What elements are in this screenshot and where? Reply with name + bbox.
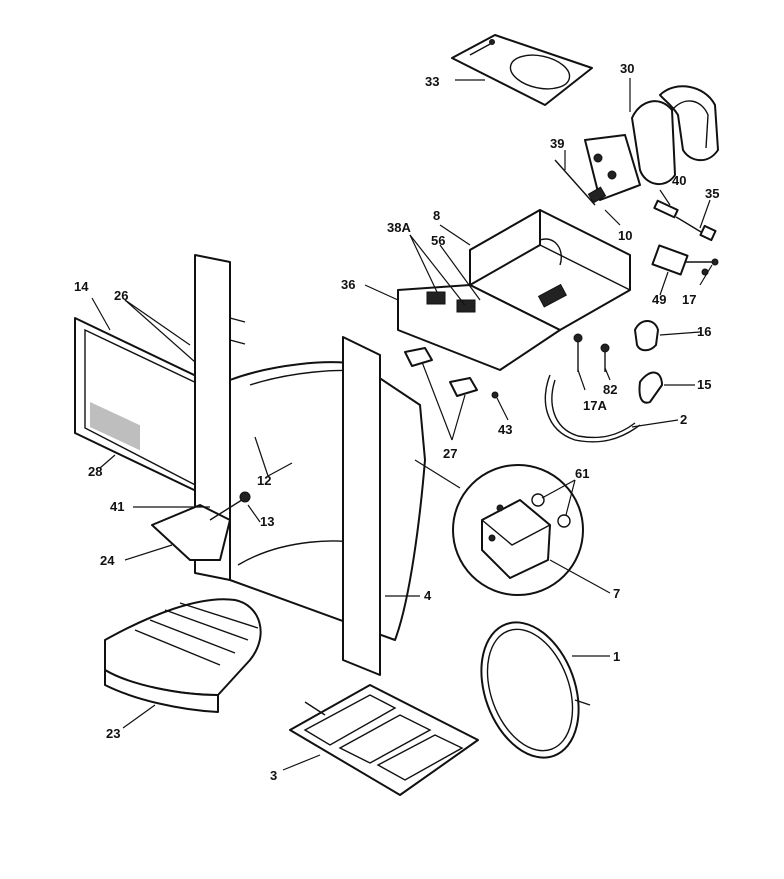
label-33: 33 <box>425 74 439 89</box>
label-17a: 17A <box>583 398 607 413</box>
part-17a-82-screws <box>573 333 610 372</box>
label-40: 40 <box>672 173 686 188</box>
label-24: 24 <box>100 553 115 568</box>
label-23: 23 <box>106 726 120 741</box>
part-4-housing <box>229 336 426 676</box>
label-38a: 38A <box>387 220 411 235</box>
label-35: 35 <box>705 186 719 201</box>
label-3: 3 <box>270 768 277 783</box>
label-7: 7 <box>613 586 620 601</box>
label-49: 49 <box>652 292 666 307</box>
label-56: 56 <box>431 233 445 248</box>
part-23-tray <box>104 598 262 713</box>
label-15: 15 <box>697 377 711 392</box>
part-24-lever <box>151 491 251 561</box>
part-43-27-clips <box>404 347 499 399</box>
label-82: 82 <box>603 382 617 397</box>
part-36-plate <box>397 284 561 371</box>
part-2-harness <box>544 374 641 443</box>
label-8: 8 <box>433 208 440 223</box>
part-15-bulb <box>638 371 663 404</box>
label-2: 2 <box>680 412 687 427</box>
label-17: 17 <box>682 292 696 307</box>
part-30-housing <box>631 85 719 185</box>
part-14-front-panel <box>74 317 216 501</box>
label-27: 27 <box>443 446 457 461</box>
part-1-gasket <box>480 621 591 759</box>
label-16: 16 <box>697 324 711 339</box>
leader-lines <box>91 78 713 771</box>
part-16-socket <box>634 320 659 352</box>
label-36: 36 <box>341 277 355 292</box>
label-30: 30 <box>620 61 634 76</box>
label-12: 12 <box>257 473 271 488</box>
label-43: 43 <box>498 422 512 437</box>
label-41: 41 <box>110 499 124 514</box>
label-1: 1 <box>613 649 620 664</box>
label-4: 4 <box>424 588 432 603</box>
part-40-35-wire <box>653 199 717 242</box>
part-8-control-box <box>469 209 631 331</box>
label-61: 61 <box>575 466 589 481</box>
part-33-plate <box>451 34 593 106</box>
label-28: 28 <box>88 464 102 479</box>
label-14: 14 <box>74 279 89 294</box>
part-3-heater <box>289 684 479 796</box>
label-26: 26 <box>114 288 128 303</box>
label-10: 10 <box>618 228 632 243</box>
part-labels: 33 30 39 40 35 10 8 38A 56 36 49 17 16 8… <box>74 61 719 783</box>
label-13: 13 <box>260 514 274 529</box>
part-39-bracket <box>554 134 641 206</box>
detail-7-61-switch <box>414 459 584 596</box>
label-39: 39 <box>550 136 564 151</box>
